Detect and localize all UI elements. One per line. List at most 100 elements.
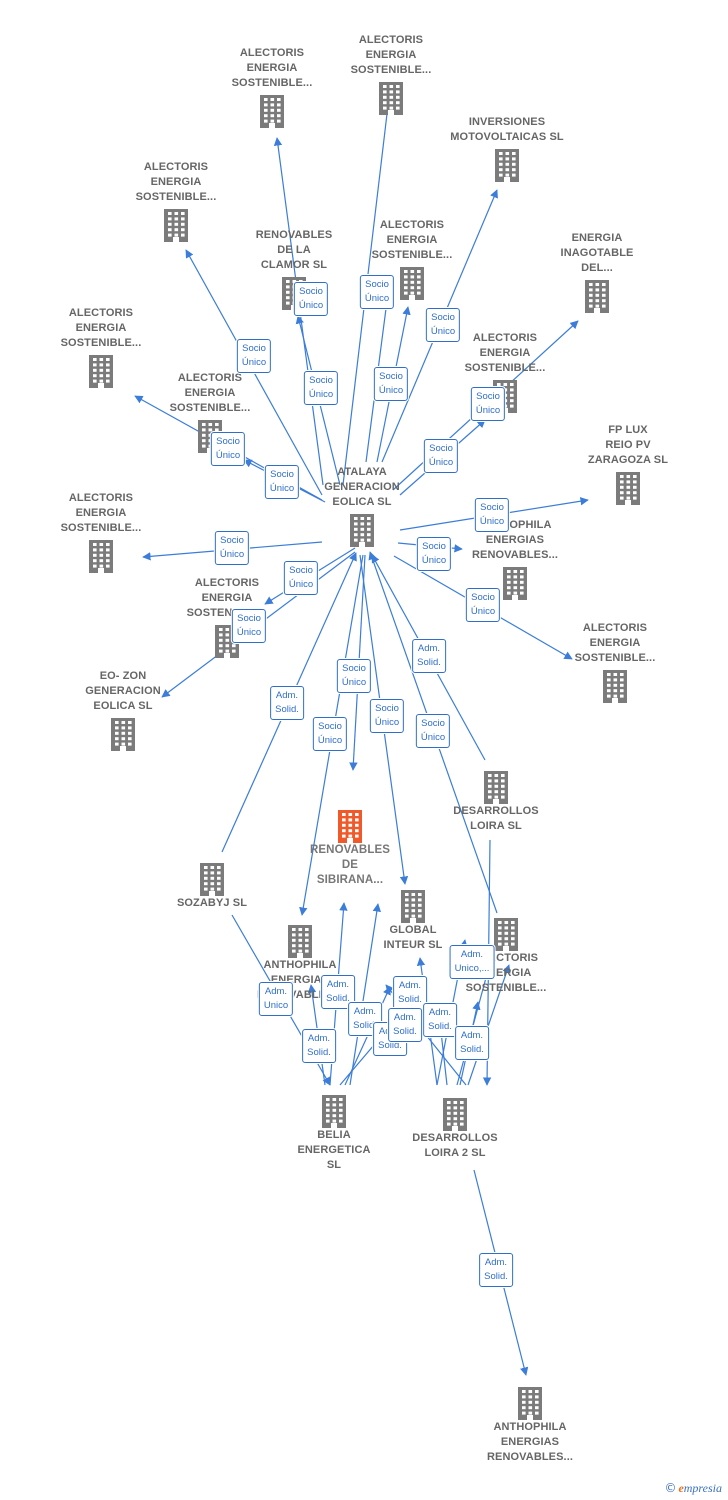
- company-name-line: BELIA: [317, 1129, 351, 1141]
- relationship-tag[interactable]: Adm.Solid.: [455, 1026, 489, 1060]
- company-name-line: DE: [341, 859, 359, 871]
- company-name-line: DEL...: [581, 262, 613, 274]
- company-name-line: RENOVABLES...: [486, 1451, 574, 1463]
- relationship-edge: [467, 964, 511, 1086]
- company-name-line: CLAMOR SL: [260, 259, 328, 271]
- company-name-line: GENERACION: [85, 685, 161, 697]
- company-name-line: ALECTORIS: [239, 47, 305, 59]
- brand-initial: e: [678, 1481, 684, 1495]
- building-icon: [212, 94, 332, 128]
- building-icon: [353, 889, 473, 923]
- company-name-line: REIO PV: [605, 439, 651, 451]
- company-name-line: SOSTENIBLE...: [135, 191, 217, 203]
- company-name-line: SOSTENIBLE...: [231, 77, 313, 89]
- relationship-tag-line: Único: [428, 457, 454, 468]
- relationship-tag[interactable]: Adm.Solid.: [393, 976, 427, 1010]
- relationship-tag-line: Solid.: [307, 1047, 331, 1058]
- relationship-tag-line: Socio: [318, 721, 342, 732]
- company-name-line: SOSTENIBLE...: [464, 362, 546, 374]
- building-icon: [41, 539, 161, 573]
- building-icon: [455, 566, 575, 600]
- relationship-tag[interactable]: Adm.Solid.: [302, 1029, 336, 1063]
- building-icon: [116, 208, 236, 242]
- relationship-tag[interactable]: Adm.Unico,...: [449, 945, 495, 979]
- company-name-line: ALECTORIS: [194, 577, 260, 589]
- company-name-line: SOSTENIBLE...: [169, 402, 251, 414]
- relationship-tag[interactable]: Adm.Solid.: [348, 1002, 382, 1036]
- relationship-tag-line: Único: [341, 677, 367, 688]
- relationship-tag-line: Socio: [270, 469, 294, 480]
- relationship-tag-line: Adm.: [275, 690, 299, 701]
- relationship-tag[interactable]: Adm.Unico: [258, 982, 294, 1016]
- relationship-tag[interactable]: Adm.Solid.: [479, 1253, 513, 1287]
- relationship-tag[interactable]: Adm.Solid.: [270, 686, 304, 720]
- company-name-line: ENERGIA: [479, 347, 531, 359]
- relationship-tag[interactable]: Adm.Solid.: [423, 1003, 457, 1037]
- company-name-line: SOSTENIBLE...: [350, 64, 432, 76]
- company-name-line: ENERGIA: [386, 234, 438, 246]
- relationship-tag-line: Único: [236, 627, 262, 638]
- relationship-tag-line: Único: [378, 385, 404, 396]
- relationship-tag-line: Solid.: [393, 1026, 417, 1037]
- relationship-tag-line: Socio: [476, 391, 500, 402]
- relationship-tag-line: Adm.: [428, 1007, 452, 1018]
- relationship-tag[interactable]: Adm.Solid.: [412, 639, 446, 673]
- company-name-line: INAGOTABLE: [560, 247, 634, 259]
- brand-name: mpresia: [683, 1481, 722, 1495]
- relationship-tag-line: Unico,...: [454, 963, 490, 974]
- relationship-tag-line: Único: [308, 389, 334, 400]
- building-icon: [63, 717, 183, 751]
- company-name-line: ENERGIA: [75, 507, 127, 519]
- company-node[interactable]: SOZABYJ SL: [152, 859, 272, 911]
- company-name-line: ALECTORIS: [582, 622, 648, 634]
- relationship-tag[interactable]: Adm.Solid.: [388, 1008, 422, 1042]
- relationship-tag-line: Único: [421, 555, 447, 566]
- company-name-line: DE LA: [277, 244, 311, 256]
- building-icon: [555, 669, 675, 703]
